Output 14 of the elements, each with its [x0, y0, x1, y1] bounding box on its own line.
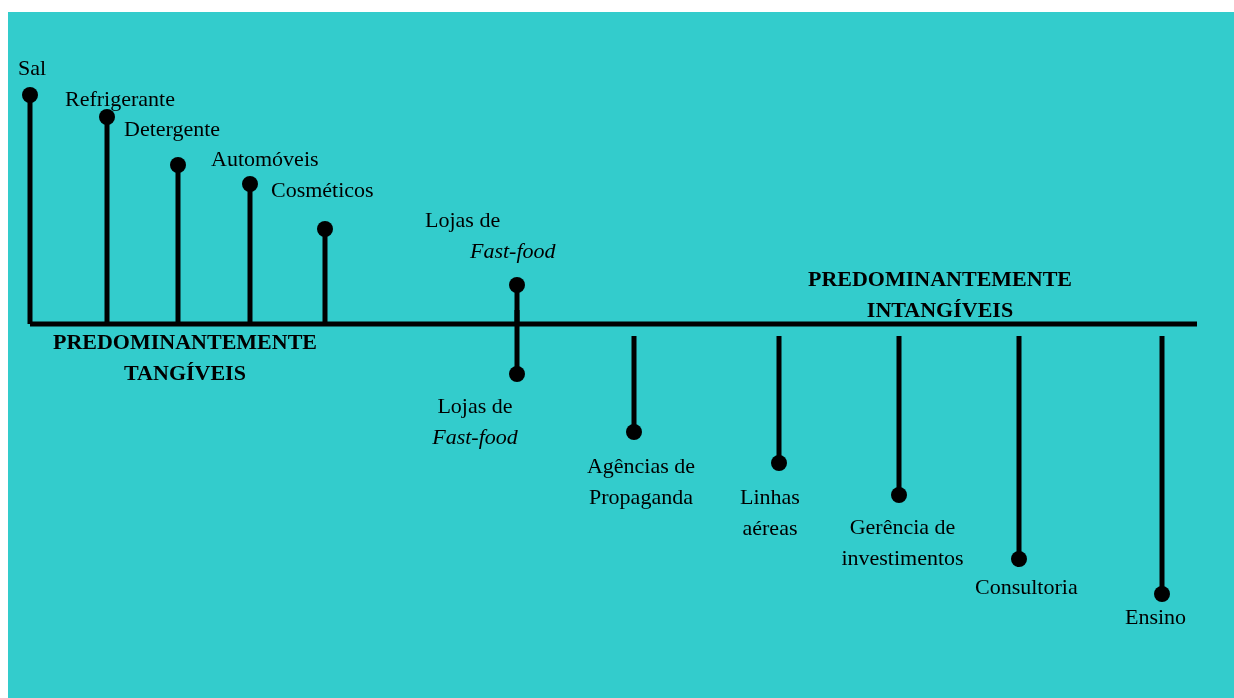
item-label: Lojas de Fast-food — [425, 206, 557, 265]
item-label: Consultoria — [975, 573, 1079, 601]
item-label: Agências de Propaganda — [585, 452, 697, 511]
item-label: Ensino — [1125, 603, 1188, 631]
item-label: Detergente — [124, 115, 221, 143]
item-label: Sal — [18, 54, 47, 82]
item-label: Linhas aéreas — [739, 483, 801, 542]
category-label: PREDOMINANTEMENTE INTANGÍVEIS — [807, 265, 1073, 324]
item-label: Lojas de Fast-food — [431, 392, 519, 451]
item-label: Cosméticos — [271, 176, 374, 204]
category-label: PREDOMINANTEMENTE TANGÍVEIS — [52, 328, 318, 387]
item-label: Refrigerante — [65, 85, 175, 113]
item-label: Gerência de investimentos — [840, 513, 965, 572]
item-label: Automóveis — [211, 145, 319, 173]
